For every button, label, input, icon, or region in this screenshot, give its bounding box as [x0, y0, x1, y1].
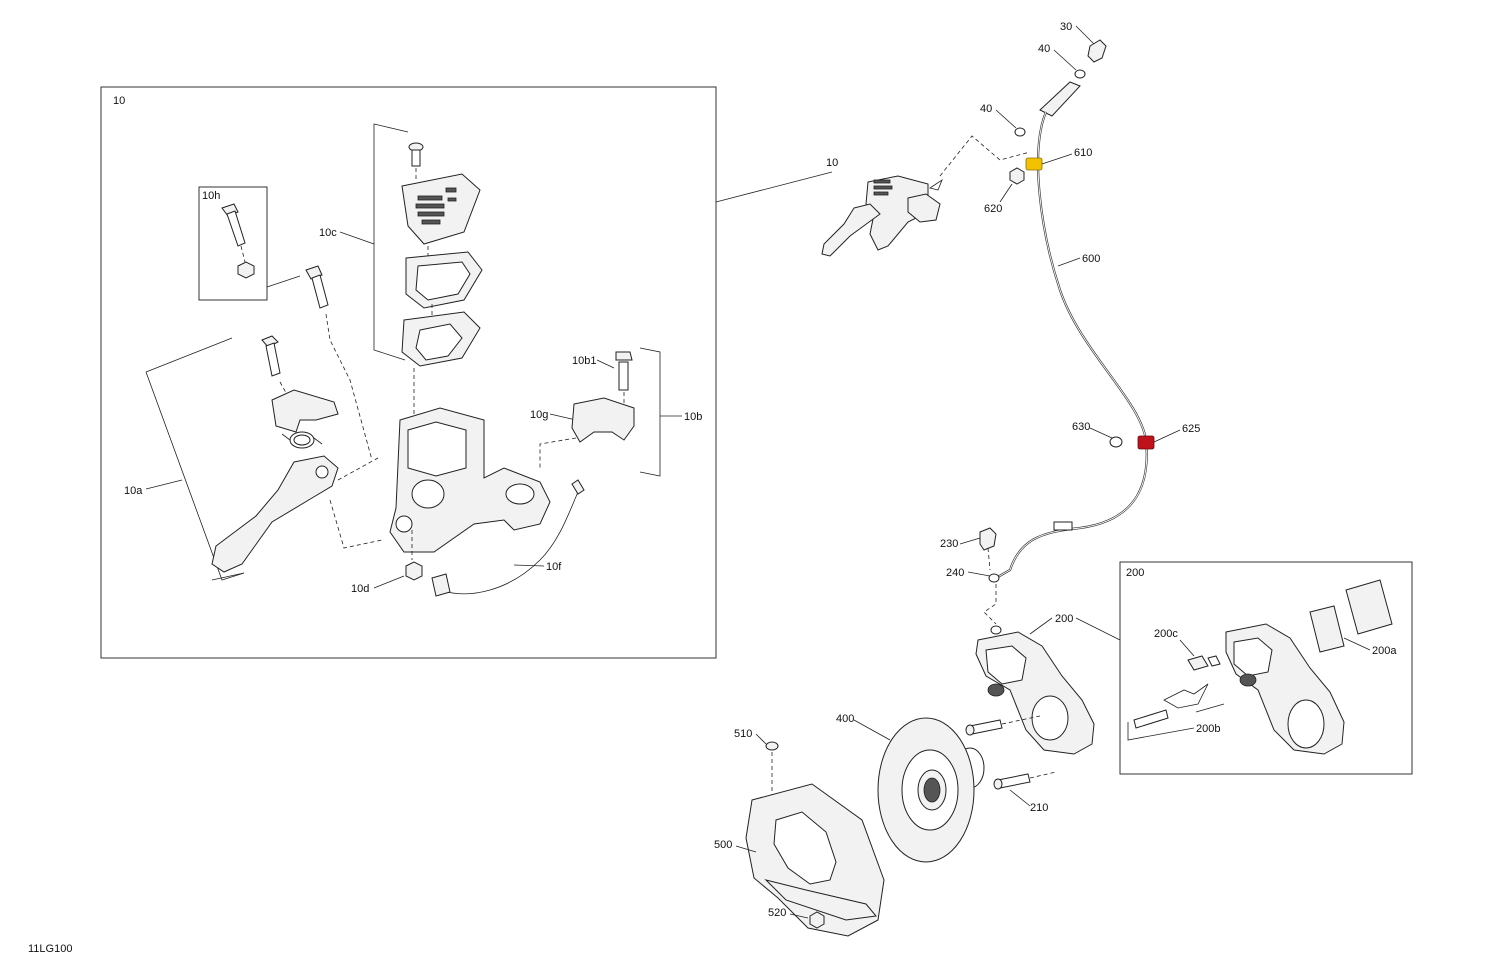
diaphragm-plate [405, 251, 483, 316]
nut-620 [1009, 167, 1025, 185]
callout-40b: 40 [980, 103, 992, 115]
callout-600: 600 [1082, 253, 1100, 265]
brake-caliper-200 [975, 625, 1095, 755]
callout-10f: 10f [546, 561, 562, 573]
master-cylinder-assembly [821, 175, 943, 257]
caliper-exploded [1225, 623, 1345, 755]
callout-500: 500 [714, 839, 732, 851]
inset-label-10h: 10h [202, 190, 220, 202]
callout-30: 30 [1060, 21, 1072, 33]
callout-10b1: 10b1 [572, 355, 596, 367]
callout-210: 210 [1030, 802, 1048, 814]
master-cylinder-body [389, 407, 551, 553]
disc-guard-500 [745, 783, 885, 937]
brake-pads-200a [1309, 579, 1393, 653]
bracket-10b [639, 347, 661, 477]
handlebar-clamp-10g [571, 397, 635, 443]
washer-240 [988, 573, 1000, 583]
bracket-10c [373, 123, 409, 361]
callout-625: 625 [1182, 423, 1200, 435]
hose-clip-610 [1025, 157, 1043, 171]
callout-400: 400 [836, 713, 854, 725]
callout-200b: 200b [1196, 723, 1220, 735]
inset-box-10 [100, 86, 717, 659]
lever-spring [281, 431, 323, 449]
pin-kit-200b [1133, 683, 1209, 729]
callout-240: 240 [946, 567, 964, 579]
brake-disc-400 [877, 717, 975, 863]
brake-hose-600 [995, 81, 1148, 579]
callout-10d: 10d [351, 583, 369, 595]
screw-510 [765, 741, 779, 751]
callout-10-main: 10 [826, 157, 838, 169]
callout-10a: 10a [124, 485, 143, 497]
cap-screw [408, 142, 424, 180]
hose-clip-625 [1137, 435, 1155, 450]
washer-630 [1109, 436, 1123, 448]
callout-620: 620 [984, 203, 1002, 215]
washer-40-lower [1014, 127, 1026, 137]
callout-10g: 10g [530, 409, 548, 421]
lever-screw [261, 335, 291, 401]
inset-label-200: 200 [1126, 567, 1144, 579]
brake-lever [211, 455, 339, 573]
washer-40-upper [1074, 69, 1086, 79]
nut-520 [809, 911, 825, 929]
callout-630: 630 [1072, 421, 1090, 433]
callout-200c: 200c [1154, 628, 1178, 640]
banjo-bolt-230 [979, 527, 997, 551]
clamp-screw-10b1 [615, 351, 633, 420]
callout-520: 520 [768, 907, 786, 919]
leader-box10-to-assembly [715, 171, 833, 203]
diaphragm [401, 311, 481, 420]
nut-10d [405, 561, 423, 581]
bracket-200b [1127, 703, 1225, 741]
callout-200: 200 [1055, 613, 1073, 625]
callout-200a: 200a [1372, 645, 1397, 657]
lever-adjuster [271, 389, 339, 433]
callout-230: 230 [940, 538, 958, 550]
inset-box-10h [198, 186, 268, 301]
banjo-bolt-30 [1087, 39, 1107, 63]
callout-610: 610 [1074, 147, 1092, 159]
caliper-bolts-210 [965, 715, 1057, 790]
brake-light-switch-10f [431, 479, 585, 597]
inset-box-200 [1119, 561, 1413, 775]
callout-10b: 10b [684, 411, 702, 423]
callout-510: 510 [734, 728, 752, 740]
callout-10c: 10c [319, 227, 337, 239]
pin-10h [221, 203, 255, 279]
inset-label-10: 10 [113, 95, 125, 107]
leader-10h-pin [266, 275, 301, 288]
lever-pivot-pin [305, 265, 373, 461]
callout-40a: 40 [1038, 43, 1050, 55]
figure-reference: 11LG100 [28, 943, 72, 955]
bleeder-200c [1187, 655, 1221, 671]
reservoir-cover [401, 173, 481, 258]
